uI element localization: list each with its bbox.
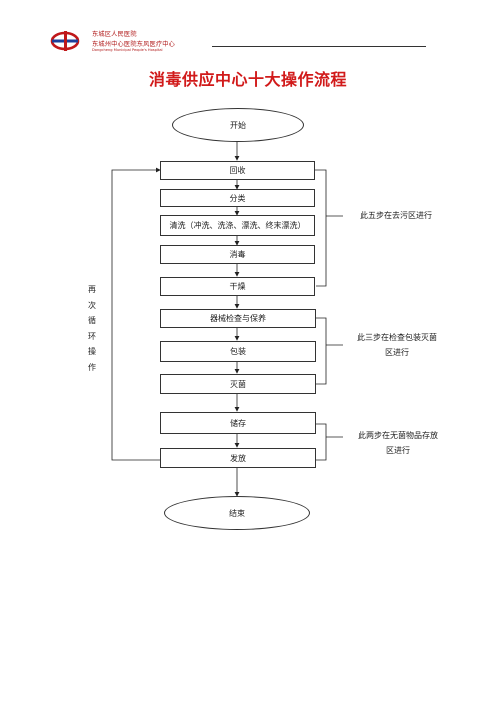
org-name-english: Dongcheng Municipal People's Hospital bbox=[92, 48, 163, 52]
loop-label-char: 操 bbox=[88, 347, 96, 357]
loop-label: 再 次 循 环 操 作 bbox=[86, 282, 98, 376]
loop-label-char: 循 bbox=[88, 316, 96, 326]
note-sterile-storage-line1: 此两步在无菌物品存放 bbox=[358, 431, 438, 440]
step-package: 包装 bbox=[160, 341, 316, 362]
step-inspect: 器械检查与保养 bbox=[160, 309, 316, 328]
flow-end-node: 结束 bbox=[164, 496, 310, 530]
note-packaging-area: 此三步在检查包装灭菌 区进行 bbox=[339, 330, 455, 360]
step-dispatch: 发放 bbox=[160, 448, 316, 468]
step-sort: 分类 bbox=[160, 189, 315, 207]
step-recycle: 回收 bbox=[160, 161, 315, 180]
step-disinfect: 消毒 bbox=[160, 245, 315, 264]
note-packaging-area-line1: 此三步在检查包装灭菌 bbox=[357, 333, 437, 342]
step-wash: 清洗（冲洗、洗涤、漂洗、终末漂洗） bbox=[160, 215, 315, 236]
bracket-group3 bbox=[316, 423, 327, 461]
page-title: 消毒供应中心十大操作流程 bbox=[148, 70, 347, 89]
note-decontamination-area: 此五步在去污区进行 bbox=[360, 211, 432, 220]
hospital-logo bbox=[50, 31, 80, 51]
loop-label-char: 次 bbox=[88, 300, 96, 310]
step-store: 储存 bbox=[160, 412, 316, 434]
header-rule bbox=[212, 46, 426, 47]
note-sterile-storage-line2: 区进行 bbox=[386, 446, 410, 455]
flow-start-node: 开始 bbox=[172, 108, 304, 142]
org-name-line2: 东城州中心医院东风医疗中心 bbox=[92, 41, 176, 48]
step-sterilize: 灭菌 bbox=[160, 374, 316, 394]
note-packaging-area-line2: 区进行 bbox=[385, 348, 409, 357]
bracket-group1 bbox=[315, 169, 327, 287]
loop-label-char: 作 bbox=[88, 362, 96, 372]
step-dry: 干燥 bbox=[160, 277, 315, 296]
loop-label-char: 再 bbox=[88, 285, 96, 294]
loop-back-line bbox=[111, 167, 161, 461]
loop-label-char: 环 bbox=[88, 331, 96, 341]
org-name-line1: 东城区人民医院 bbox=[92, 31, 137, 38]
bracket-group2 bbox=[316, 317, 327, 385]
note-sterile-storage-area: 此两步在无菌物品存放 区进行 bbox=[338, 428, 458, 458]
